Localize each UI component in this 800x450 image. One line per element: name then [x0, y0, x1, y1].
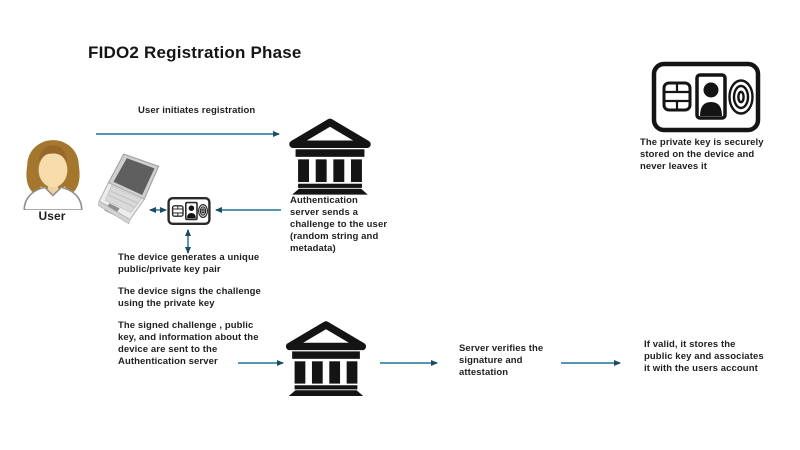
arrow-laptop-authenticator [149, 207, 167, 213]
note-keypair: The device generates a unique public/pri… [118, 252, 260, 275]
server-store-caption: If valid, it stores the public key and a… [644, 339, 764, 374]
portrait-icon [185, 201, 198, 221]
arrow-device-to-server [238, 360, 284, 366]
server-verify-caption: Server verifies the signature and attest… [459, 343, 544, 378]
note-sign-challenge: The device signs the challenge using the… [118, 286, 261, 309]
arrow-verify-to-store [561, 360, 621, 366]
chip-icon [171, 205, 184, 217]
verification-server-icon [285, 321, 367, 396]
user-label: User [38, 209, 66, 223]
arrow-authenticator-keygen [185, 229, 191, 254]
portrait-icon [695, 73, 727, 120]
note-send-to-server: The signed challenge , public key, and i… [118, 320, 259, 367]
fingerprint-icon [198, 204, 208, 218]
user-avatar-icon [23, 140, 83, 210]
authentication-server-icon [289, 118, 371, 195]
private-key-caption: The private key is securely stored on th… [640, 137, 764, 172]
id-card-icon [651, 61, 761, 133]
fingerprint-icon [728, 79, 754, 115]
page-title: FIDO2 Registration Phase [88, 43, 302, 62]
chip-icon [662, 81, 692, 112]
auth-server-caption: Authentication server sends a challenge … [290, 195, 388, 254]
label-user-initiates-registration: User initiates registration [138, 105, 256, 116]
arrow-server-challenge-to-authenticator [215, 207, 281, 213]
laptop-icon [97, 153, 160, 225]
arrow-server-to-verify [380, 360, 438, 366]
arrow-user-to-auth-server [96, 131, 280, 137]
security-key-icon [167, 197, 211, 225]
